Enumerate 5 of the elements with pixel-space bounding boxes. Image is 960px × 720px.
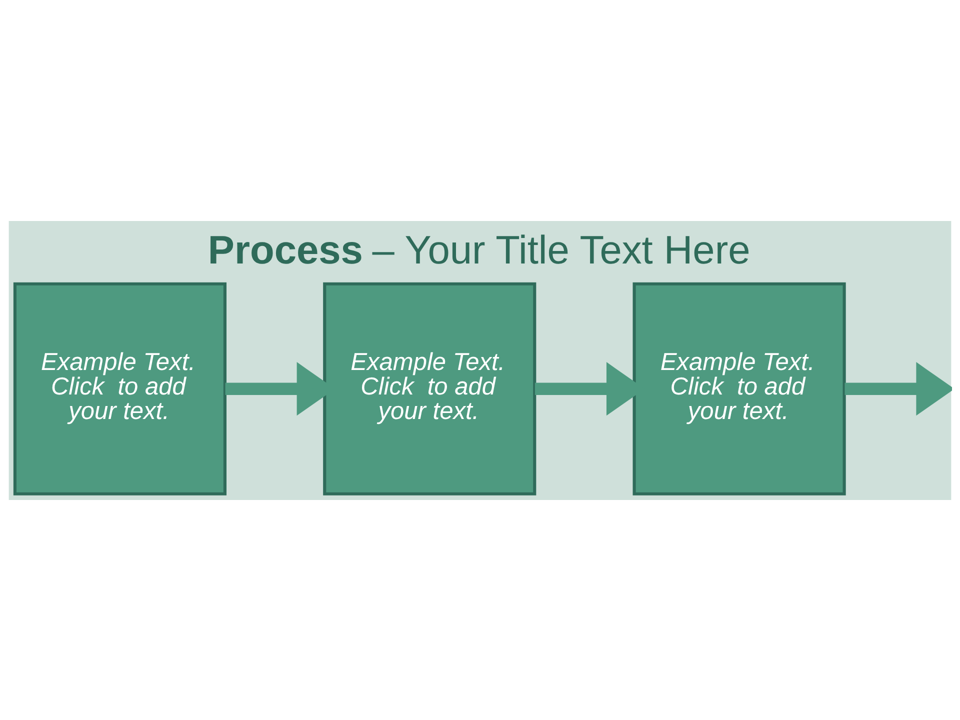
arrow — [844, 362, 952, 416]
node-box: Example Text. Click to add your text. — [632, 282, 846, 495]
diagram-title: Process – Your Title Text Here — [208, 228, 750, 272]
node-box: Example Text. Click to add your text. — [13, 282, 226, 495]
node-box: Example Text. Click to add your text. — [323, 282, 536, 495]
